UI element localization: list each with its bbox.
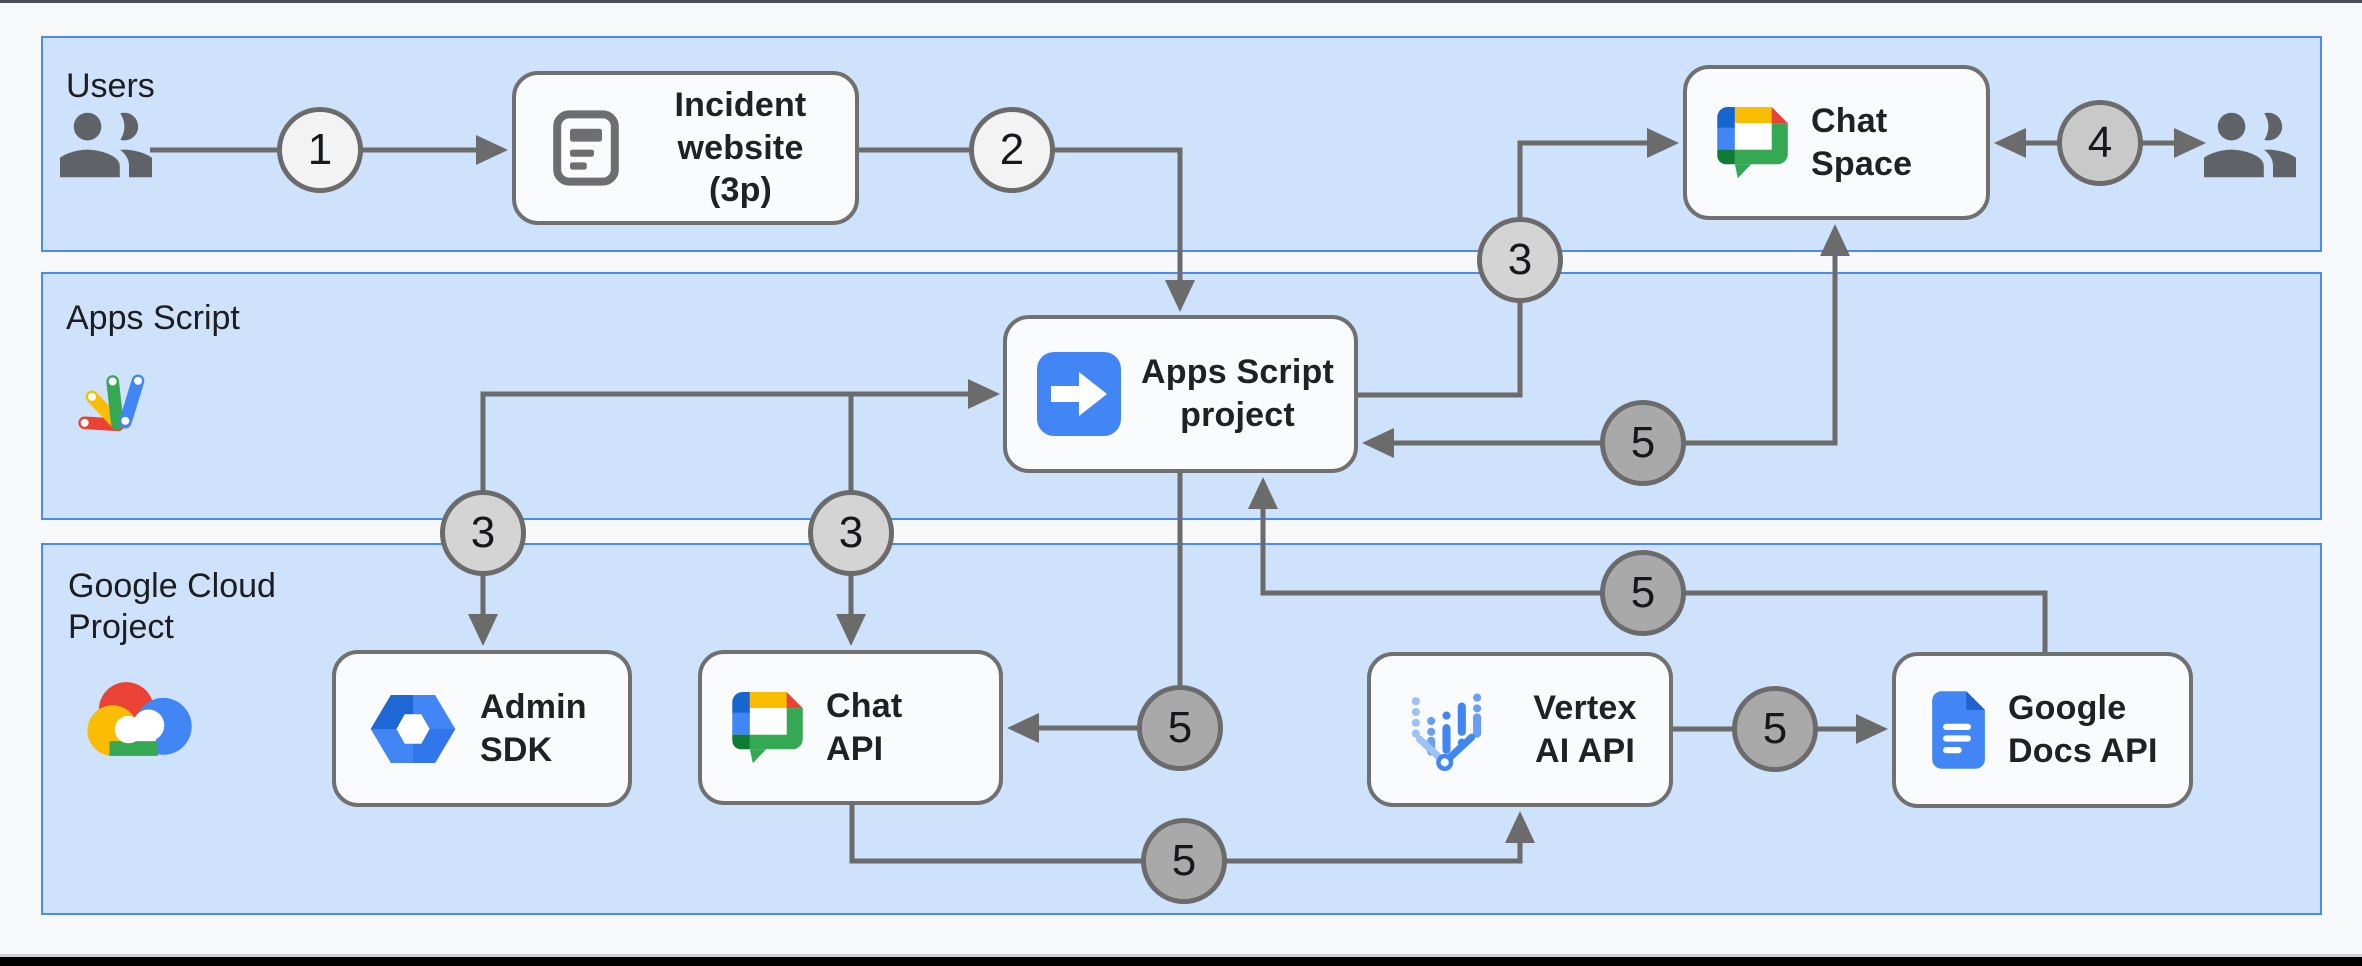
edge-project-admin-sdk-chat-api-bundle — [468, 379, 1000, 646]
google-chat-icon — [1717, 106, 1788, 178]
blue-arrow-app-icon — [1037, 352, 1121, 436]
step-badge-3: 3 — [1477, 217, 1563, 303]
google-chat-icon — [732, 691, 803, 763]
node-admin-sdk: Admin SDK — [332, 650, 632, 807]
google-docs-icon — [1932, 691, 1985, 769]
node-chat-space-label: Chat Space — [1811, 101, 1913, 183]
window-bottom-edge — [0, 957, 2362, 966]
node-incident-website-label: Incident website (3p) — [674, 85, 807, 210]
window-bottom-divider — [0, 954, 2362, 957]
node-google-docs-api: Google Docs API — [1892, 652, 2193, 808]
step-badge-3: 3 — [808, 490, 894, 576]
admin-sdk-hexagon-icon — [370, 694, 456, 763]
vertex-ai-icon — [1411, 693, 1482, 771]
node-chat-api-label: Chat API — [826, 686, 903, 768]
window-top-edge — [0, 0, 2362, 3]
step-badge-5: 5 — [1732, 686, 1818, 772]
node-incident-website: Incident website (3p) — [512, 71, 859, 225]
node-chat-space: Chat Space — [1683, 65, 1990, 220]
node-vertex-ai-api-label: Vertex AI API — [1533, 688, 1637, 770]
node-apps-script-project: Apps Script project — [1003, 315, 1358, 473]
edge-incident-website-to-project — [859, 147, 1195, 312]
step-badge-5: 5 — [1141, 818, 1227, 904]
band-google-cloud-label: Google Cloud Project — [68, 567, 276, 647]
node-apps-script-project-label: Apps Script project — [1141, 353, 1335, 434]
users-people-icon — [2204, 112, 2296, 178]
apps-script-logo — [78, 374, 145, 432]
webpage-document-icon — [553, 110, 619, 186]
node-google-docs-api-label: Google Docs API — [2008, 689, 2158, 770]
step-badge-4: 4 — [2057, 100, 2143, 186]
step-badge-1: 1 — [277, 107, 363, 193]
users-people-icon — [60, 112, 152, 178]
node-chat-api: Chat API — [698, 650, 1003, 805]
step-badge-3: 3 — [440, 490, 526, 576]
step-badge-5: 5 — [1600, 400, 1686, 486]
band-apps-script-label: Apps Script — [66, 299, 240, 337]
edge-chat-space-project-bidirectional — [1362, 224, 1850, 458]
step-badge-5: 5 — [1600, 550, 1686, 636]
node-admin-sdk-label: Admin SDK — [480, 687, 587, 769]
google-cloud-logo — [87, 682, 192, 756]
step-badge-2: 2 — [969, 107, 1055, 193]
band-users-label: Users — [66, 67, 155, 105]
node-vertex-ai-api: Vertex AI API — [1367, 652, 1673, 807]
step-badge-5: 5 — [1137, 685, 1223, 771]
